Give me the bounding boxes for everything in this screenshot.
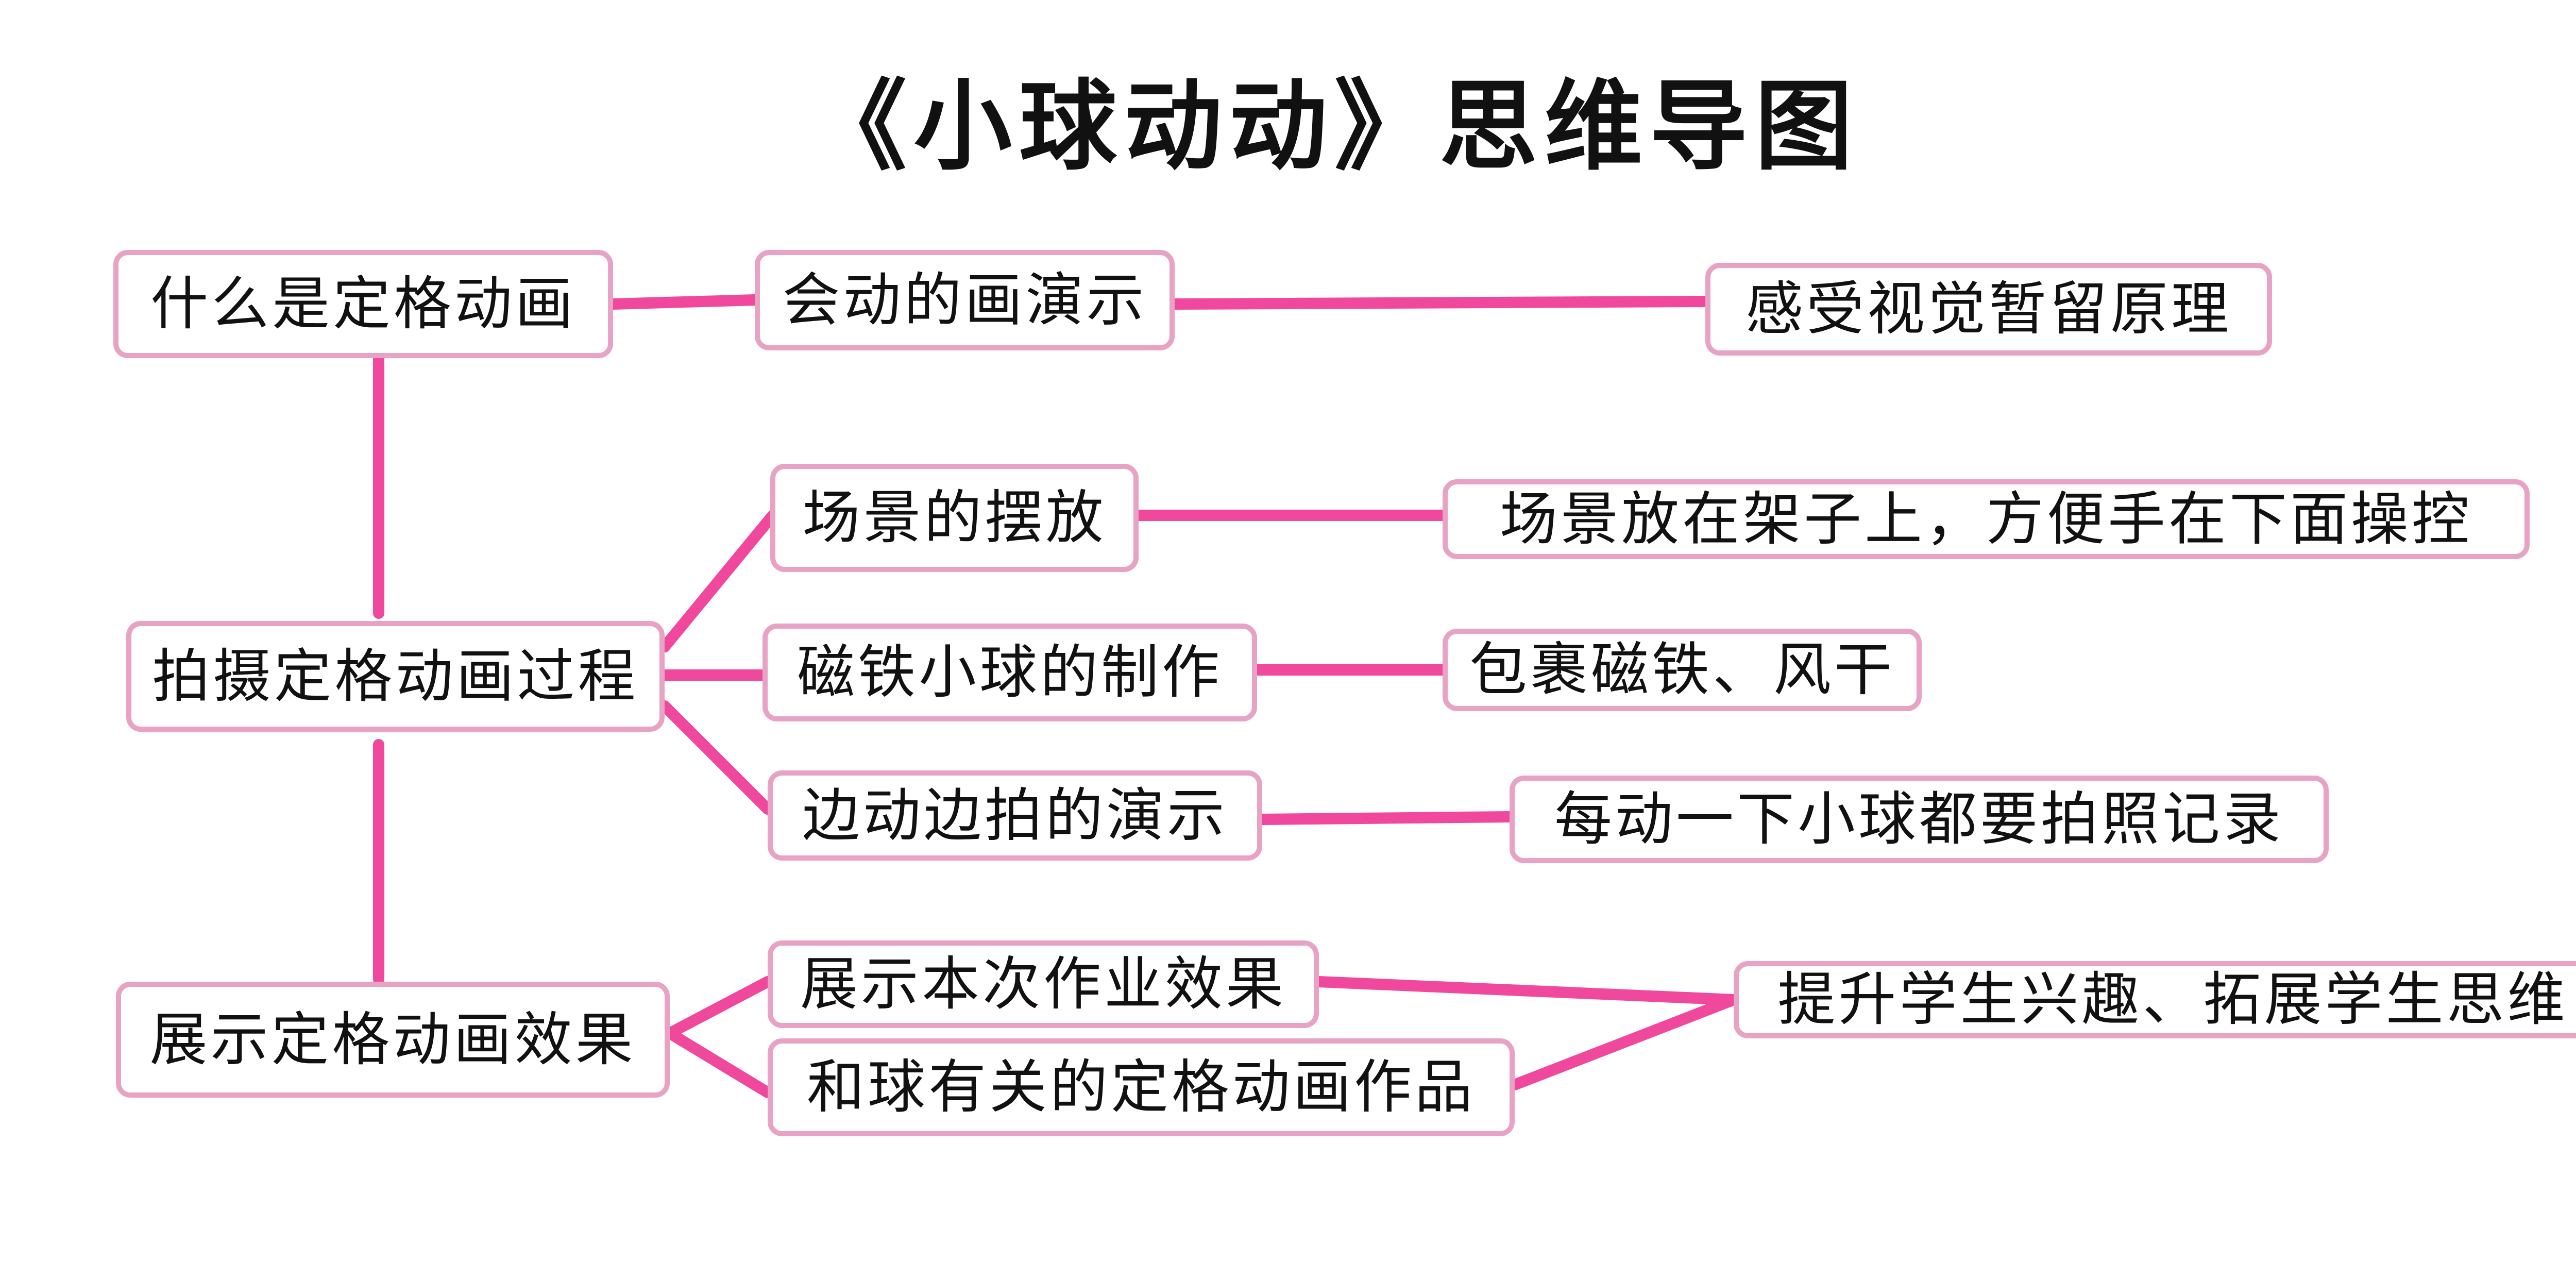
connector-process-to-shoot (659, 700, 773, 815)
node-moving-painting-demo: 会动的画演示 (755, 250, 1175, 350)
connector-process-to-scene (659, 510, 778, 652)
node-shooting-process: 拍摄定格动画过程 (126, 621, 665, 732)
connector-effect-to-works (664, 1028, 773, 1098)
node-homework-effect: 展示本次作业效果 (768, 940, 1319, 1028)
node-student-interest: 提升学生兴趣、拓展学生思维 (1734, 961, 2576, 1038)
mind-map-title: 《小球动动》思维导图 (808, 69, 1860, 183)
connector-works-to-interest (1509, 994, 1739, 1090)
node-scene-setup: 场景的摆放 (770, 464, 1139, 572)
node-show-effect: 展示定格动画效果 (116, 982, 670, 1098)
connector-what-to-demo (607, 294, 760, 310)
connector-demo-to-persistence (1169, 296, 1711, 310)
node-scene-detail: 场景放在架子上，方便手在下面操控 (1443, 479, 2530, 559)
node-what-is-stop-motion: 什么是定格动画 (113, 250, 613, 358)
node-move-and-shoot: 边动边拍的演示 (768, 770, 1262, 861)
connector-shoot-to-detail (1257, 811, 1515, 825)
connector-homework-to-interest (1313, 976, 1739, 1005)
node-magnet-detail: 包裹磁铁、风干 (1443, 629, 1922, 711)
node-visual-persistence: 感受视觉暂留原理 (1705, 263, 2272, 356)
node-ball-works: 和球有关的定格动画作品 (768, 1038, 1515, 1136)
connector-effect-to-homework (664, 976, 773, 1039)
node-move-detail: 每动一下小球都要拍照记录 (1510, 776, 2329, 863)
node-magnet-ball: 磁铁小球的制作 (762, 624, 1257, 721)
